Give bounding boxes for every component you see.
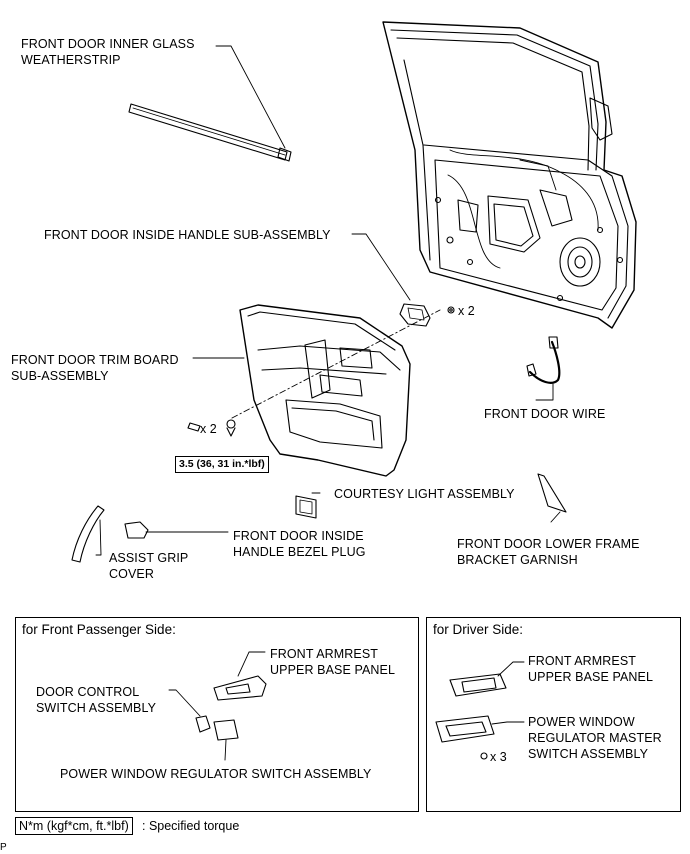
passenger-leaders — [168, 651, 266, 761]
trim-screw-quantity: x 2 — [200, 422, 217, 436]
installation-guide-line — [231, 309, 441, 419]
driver-screw-quantity: x 3 — [490, 750, 507, 764]
driver-leaders — [491, 661, 525, 725]
inside-handle-label: FRONT DOOR INSIDE HANDLE SUB-ASSEMBLY — [44, 228, 331, 242]
trim-board-label: FRONT DOOR TRIM BOARD SUB-ASSEMBLY — [11, 353, 179, 383]
driver-armrest-panel-part — [449, 673, 507, 697]
assist-grip-label: ASSIST GRIP COVER — [109, 551, 189, 581]
pw-switch-label: POWER WINDOW REGULATOR SWITCH ASSEMBLY — [60, 767, 372, 781]
passenger-armrest-panel-part — [213, 675, 267, 701]
corner-mark: P — [0, 842, 7, 853]
glass-weatherstrip-label: FRONT DOOR INNER GLASS WEATHERSTRIP — [21, 37, 195, 67]
passenger-panel-title: for Front Passenger Side: — [22, 622, 176, 637]
lower-frame-garnish-part — [537, 473, 567, 513]
pw-switch-part — [213, 719, 239, 741]
handle-screw-quantity: x 2 — [458, 304, 475, 318]
torque-spec-box: 3.5 (36, 31 in.*lbf) — [175, 456, 269, 473]
driver-armrest-label: FRONT ARMREST UPPER BASE PANEL — [528, 654, 654, 684]
torque-legend-unit: N*m (kgf*cm, ft.*lbf) — [15, 817, 133, 835]
bezel-plug-part — [124, 521, 149, 539]
lower-frame-garnish-label: FRONT DOOR LOWER FRAME BRACKET GARNISH — [457, 537, 640, 567]
door-control-switch-part — [195, 715, 211, 733]
passenger-side-panel — [15, 617, 419, 812]
master-switch-part — [435, 715, 495, 743]
door-shell-illustration — [382, 21, 637, 329]
bezel-plug-label: FRONT DOOR INSIDE HANDLE BEZEL PLUG — [233, 529, 366, 559]
inside-handle-part — [399, 303, 431, 327]
leader-lines — [95, 45, 561, 556]
inner-glass-weatherstrip-part — [128, 103, 292, 162]
door-wire-label: FRONT DOOR WIRE — [484, 407, 606, 421]
driver-panel-title: for Driver Side: — [433, 622, 524, 637]
torque-legend-meaning: : Specified torque — [142, 819, 240, 833]
assist-grip-cover-part — [71, 505, 105, 563]
screw-icons — [187, 306, 488, 760]
door-wire-part — [526, 336, 561, 384]
courtesy-light-part — [295, 495, 317, 519]
passenger-armrest-label: FRONT ARMREST UPPER BASE PANEL — [270, 647, 396, 677]
master-switch-label: POWER WINDOW REGULATOR MASTER SWITCH ASS… — [528, 715, 662, 761]
driver-side-panel — [426, 617, 681, 812]
trim-board-part — [239, 304, 411, 477]
door-control-switch-label: DOOR CONTROL SWITCH ASSEMBLY — [36, 685, 157, 715]
courtesy-light-label: COURTESY LIGHT ASSEMBLY — [334, 487, 515, 501]
